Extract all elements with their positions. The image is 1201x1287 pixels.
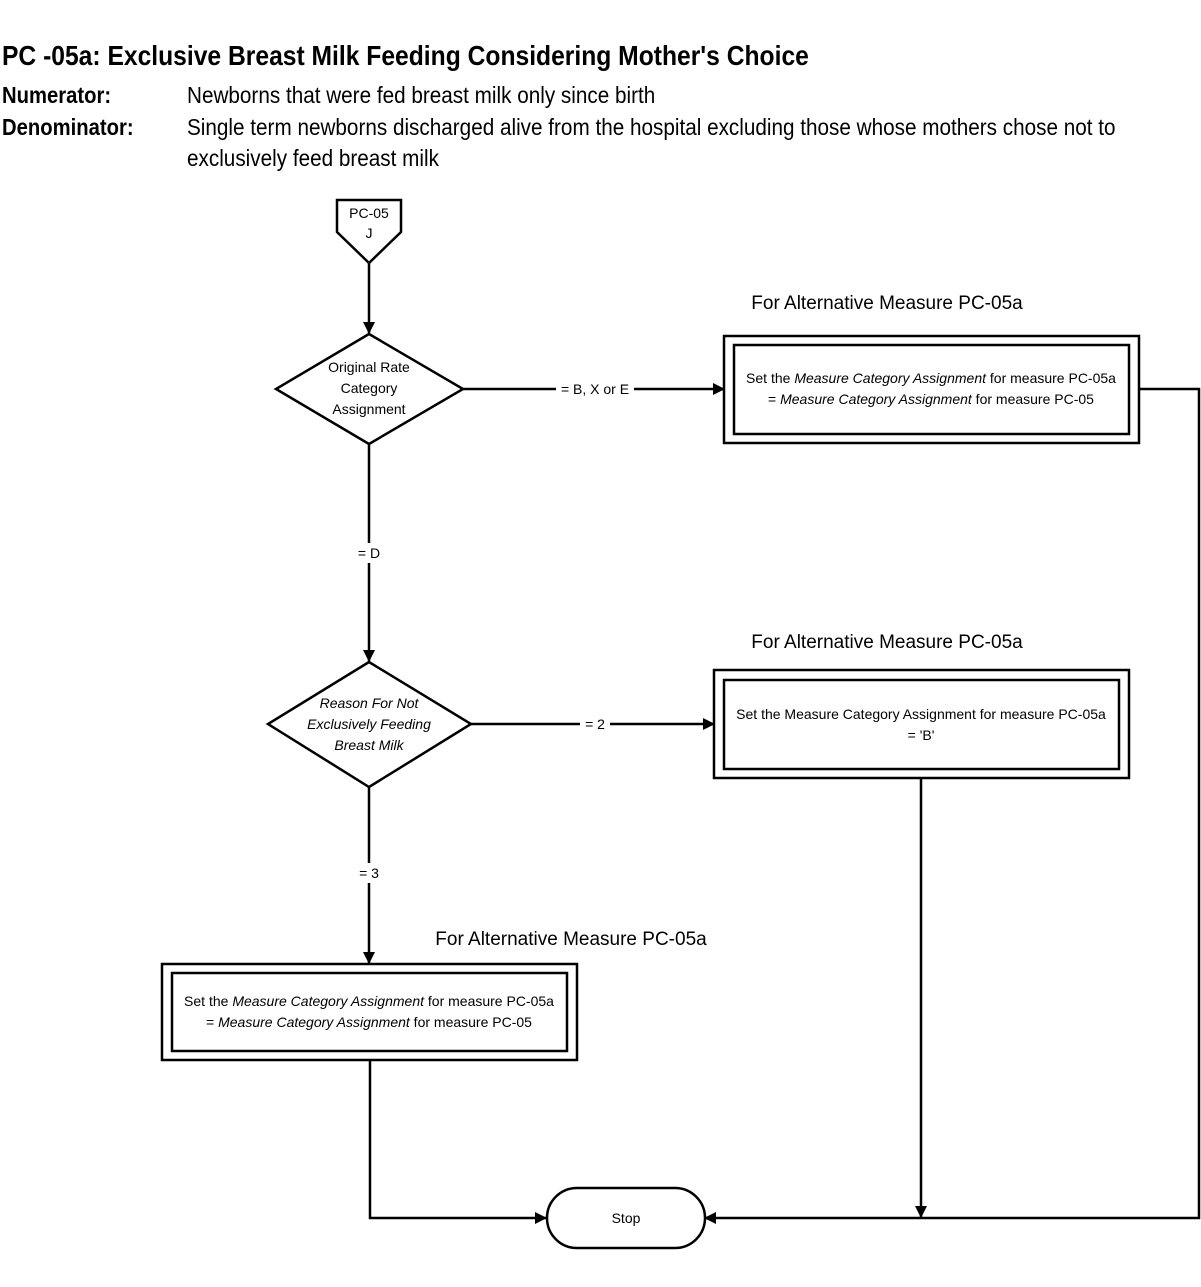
box3-caption: For Alternative Measure PC-05a — [435, 929, 707, 950]
box1-line2: = Measure Category Assignment for measur… — [768, 391, 1094, 407]
process-box-1: For Alternative Measure PC-05a Set the M… — [722, 293, 1141, 445]
process-box-3: For Alternative Measure PC-05a Set the M… — [160, 929, 707, 1062]
edge-label-d2-right: = 2 — [585, 716, 605, 732]
decision-reason-not-exclusive: Reason For Not Exclusively Feeding Breas… — [265, 660, 474, 789]
process-box-2: For Alternative Measure PC-05a Set the M… — [712, 632, 1131, 780]
connector-label-1: PC-05 — [349, 205, 389, 221]
edge-label-bg-2 — [352, 543, 386, 563]
decision2-label-2: Exclusively Feeding — [307, 716, 431, 732]
page-title: PC -05a: Exclusive Breast Milk Feeding C… — [2, 40, 809, 71]
decision1-label-3: Assignment — [332, 401, 405, 417]
denominator-text-line1: Single term newborns discharged alive fr… — [187, 114, 1116, 140]
box3-line1: Set the Measure Category Assignment for … — [184, 993, 554, 1009]
decision-original-rate-category: Original Rate Category Assignment — [273, 332, 466, 446]
offpage-connector: PC-05 J — [335, 198, 403, 265]
box2-line2: = 'B' — [908, 727, 935, 743]
edge-label-bg-3 — [580, 714, 610, 734]
box3-line2: = Measure Category Assignment for measur… — [206, 1014, 532, 1030]
denominator-label: Denominator: — [2, 114, 134, 140]
decision2-label-1: Reason For Not — [320, 695, 420, 711]
edge-label-d1-right: = B, X or E — [561, 381, 629, 397]
box1-caption: For Alternative Measure PC-05a — [751, 293, 1023, 314]
box2-caption: For Alternative Measure PC-05a — [751, 632, 1023, 653]
edge-label-bg-4 — [352, 863, 386, 883]
stop-label: Stop — [612, 1210, 641, 1226]
numerator-label: Numerator: — [2, 82, 112, 108]
numerator-text: Newborns that were fed breast milk only … — [187, 82, 656, 108]
box1-line1: Set the Measure Category Assignment for … — [746, 370, 1116, 386]
box2-line1: Set the Measure Category Assignment for … — [736, 706, 1106, 722]
edge-label-d2-down: = 3 — [359, 865, 379, 881]
denominator-text-line2: exclusively feed breast milk — [187, 145, 439, 171]
edge-box3-to-stop — [368, 1060, 547, 1224]
connector-label-2: J — [366, 225, 373, 241]
edge-label-bg-1 — [556, 379, 634, 399]
edge-box1-to-stop — [704, 387, 1201, 1224]
stop-terminator: Stop — [545, 1186, 707, 1250]
edge-label-d1-down: = D — [358, 545, 380, 561]
decision1-label-1: Original Rate — [328, 359, 410, 375]
decision2-label-3: Breast Milk — [334, 737, 404, 753]
decision1-label-2: Category — [341, 380, 398, 396]
